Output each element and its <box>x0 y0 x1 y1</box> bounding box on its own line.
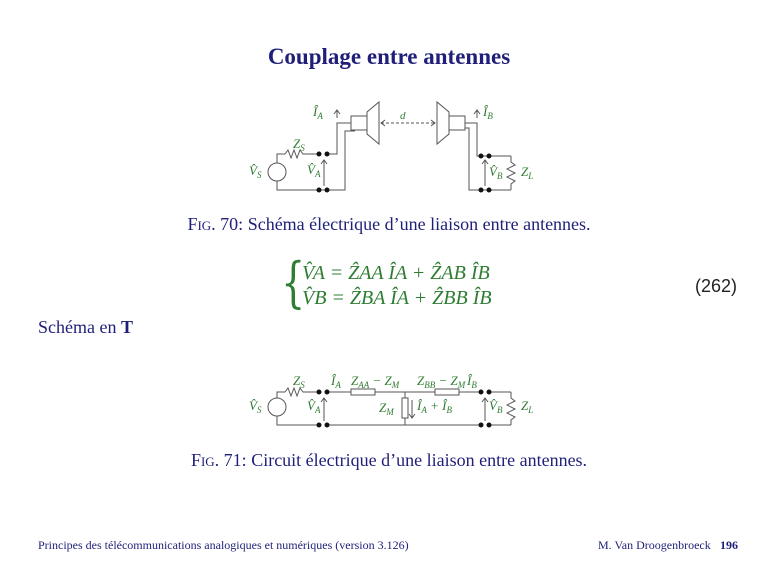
equation-number: (262) <box>695 276 738 296</box>
fig71-zs-label: ZS <box>293 373 305 390</box>
slide-title: Couplage entre antennes <box>267 44 511 69</box>
fig71-zaa-zm-label: ZAA − ZM <box>351 373 400 390</box>
schema-t-label: Schéma en T <box>38 317 133 337</box>
figure-70-antenna-link-diagram: ÎA ÎB d ZS V̂S V̂A V̂B ZL <box>249 100 533 193</box>
footer-page-number: 196 <box>720 538 738 552</box>
fig71-zm-label: ZM <box>379 400 394 417</box>
fig70-zl-label: ZL <box>521 164 533 181</box>
fig71-ia-plus-ib-label: ÎA + ÎB <box>416 398 452 415</box>
equation-brace: { <box>281 251 306 314</box>
fig71-va-label: V̂A <box>307 398 321 415</box>
figure-71-t-circuit-diagram: ZS ÎA ZAA − ZM ZBB − ZM ÎB V̂S V̂A ZM ÎA… <box>249 373 533 428</box>
fig70-va-label: V̂A <box>307 162 321 179</box>
fig70-vs-label: V̂S <box>249 163 262 180</box>
fig70-zs-label: ZS <box>293 136 305 153</box>
fig71-vs-label: V̂S <box>249 398 262 415</box>
footer-author: M. Van Droogenbroeck <box>598 538 711 552</box>
fig70-ib-label: ÎB <box>482 104 493 121</box>
figure-70-caption: Fig. 70: Schéma électrique d’une liaison… <box>187 214 591 234</box>
fig71-ib-label: ÎB <box>466 373 477 390</box>
equation-line-1: V̂A = ẐAA ÎA + ẐAB ÎB <box>302 262 490 284</box>
footer-course-title: Principes des télécommunications analogi… <box>38 538 409 552</box>
equation-line-2: V̂B = ẐBA ÎA + ẐBB ÎB <box>302 287 492 309</box>
fig70-ia-label: ÎA <box>312 104 323 121</box>
fig71-ia-label: ÎA <box>330 373 341 390</box>
fig71-vb-label: V̂B <box>489 398 503 415</box>
fig71-zl-label: ZL <box>521 398 533 415</box>
fig70-vb-label: V̂B <box>489 164 503 181</box>
fig70-distance-label: d <box>400 110 406 122</box>
figure-71-caption: Fig. 71: Circuit électrique d’une liaiso… <box>190 450 588 470</box>
fig71-zbb-zm-label: ZBB − ZM <box>417 373 466 390</box>
